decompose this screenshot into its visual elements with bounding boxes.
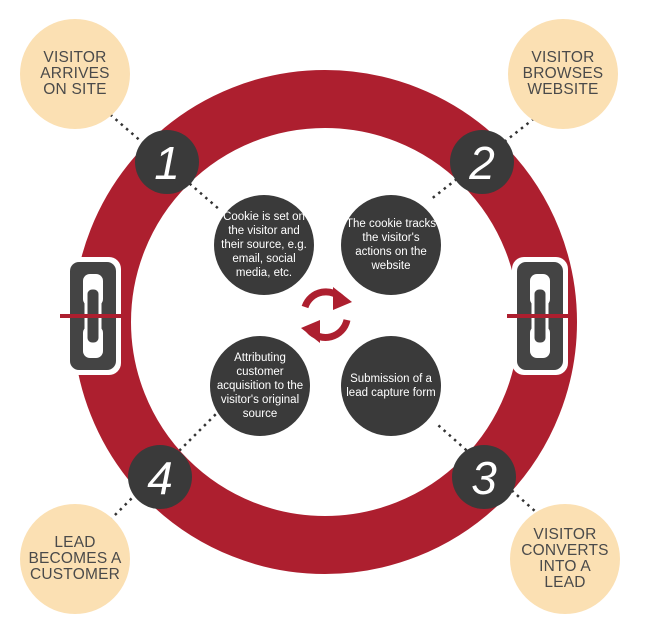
step-attribution: Attributing customer acquisition to the … [210,336,310,436]
step-cookie-set-text: Cookie is set on the visitor and their s… [221,211,307,279]
stage-visitor-browses: VISITOR BROWSES WEBSITE [508,19,618,129]
stage-visitor-arrives: VISITOR ARRIVES ON SITE [20,19,130,129]
step-cookie-tracks: The cookie tracks the visitor's actions … [341,195,441,295]
step-form-submission-text: Submission of a lead capture form [346,373,436,399]
step-badge-4: 4 [128,445,192,509]
step-badge-1: 1 [135,130,199,194]
stage-visitor-converts-label: VISITOR CONVERTS INTO A LEAD [521,526,609,591]
chain-link-icon-right [507,257,573,375]
stage-lead-becomes-customer: LEAD BECOMES A CUSTOMER [20,504,130,614]
stage-visitor-converts: VISITOR CONVERTS INTO A LEAD [510,504,620,614]
step-badge-3: 3 [452,445,516,509]
step-attribution-text: Attributing customer acquisition to the … [216,352,304,420]
stage-visitor-browses-label: VISITOR BROWSES WEBSITE [522,49,604,98]
step-badge-2: 2 [450,130,514,194]
stage-lead-becomes-customer-label: LEAD BECOMES A CUSTOMER [28,534,122,583]
step-cookie-set: Cookie is set on the visitor and their s… [214,195,314,295]
step-cookie-tracks-text: The cookie tracks the visitor's actions … [345,218,437,272]
step-number-3: 3 [471,452,497,504]
step-form-submission: Submission of a lead capture form [341,336,441,436]
chain-link-icon-left [60,257,126,375]
step-number-2: 2 [468,137,495,189]
step-number-4: 4 [147,452,173,504]
stage-visitor-arrives-label: VISITOR ARRIVES ON SITE [40,49,110,98]
refresh-cycle-icon [301,287,352,343]
step-number-1: 1 [154,137,180,189]
connector-top-left [104,109,221,211]
